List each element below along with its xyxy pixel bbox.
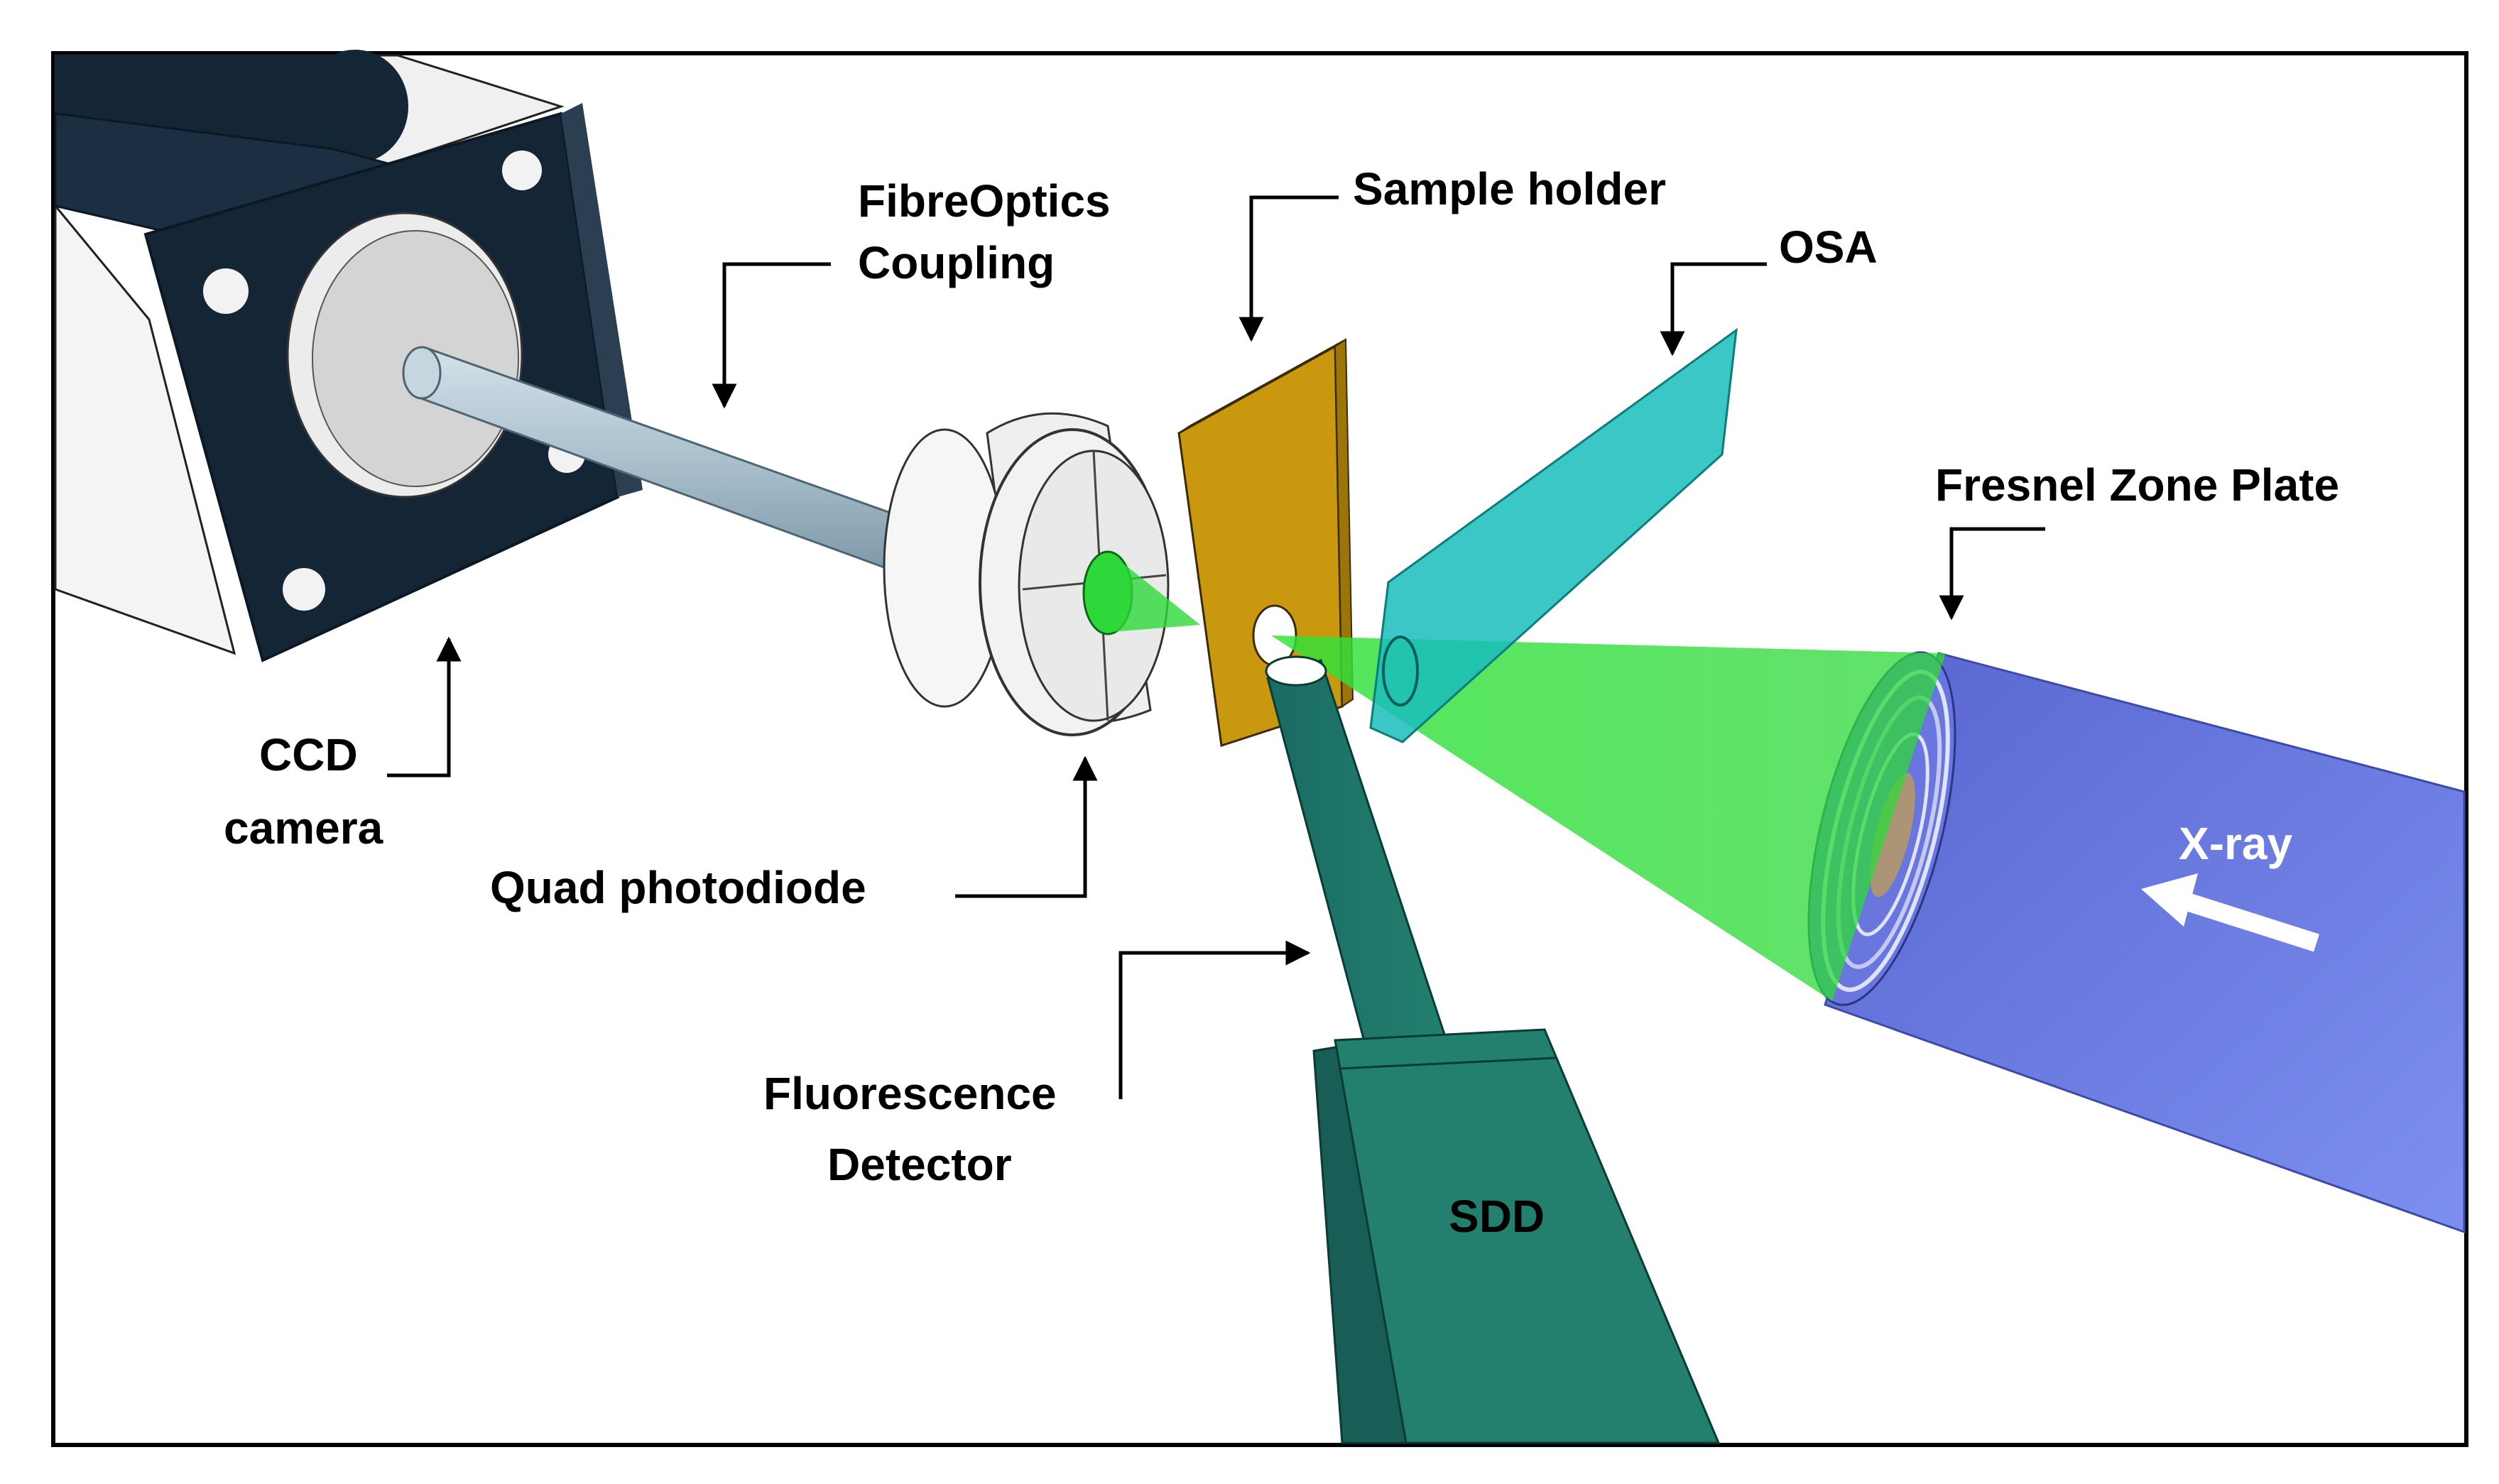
osa-pointer (1660, 262, 1767, 356)
ccd-camera-roller (302, 50, 408, 163)
xray-direction-arrow (2141, 873, 2319, 952)
fibre-optics-rod (402, 346, 918, 577)
ccd-camera-body (54, 202, 236, 655)
leader-arrows (387, 195, 2045, 1099)
focused-beam-cone (1271, 635, 1946, 1001)
label-quad-photodiode: Quad photodiode (490, 862, 866, 913)
label-fresnel-zone-plate: Fresnel Zone Plate (1935, 459, 2339, 511)
labels: FibreOptics Coupling Sample holder OSA F… (224, 163, 2339, 1242)
label-coupling: Coupling (858, 237, 1055, 288)
label-fibre-optics: FibreOptics (858, 175, 1111, 227)
label-camera: camera (224, 802, 383, 853)
quad-pointer (955, 755, 1098, 898)
sample-holder-pointer (1238, 195, 1339, 342)
quad-photodiode (883, 412, 1170, 736)
fresnel-pointer (1939, 527, 2045, 621)
fluorescence-pointer (1118, 940, 1311, 1099)
label-xray: X-ray (2179, 818, 2293, 869)
sdd-detector (1265, 655, 1721, 1444)
transmitted-beam-cone (1111, 554, 1200, 632)
ccd-camera-bolt (502, 151, 542, 190)
ccd-pointer (387, 636, 462, 778)
ccd-camera-bolt (203, 268, 249, 314)
fibre-optics-pointer (712, 262, 831, 409)
osa (1369, 327, 1738, 743)
label-fluorescence: Fluorescence (763, 1068, 1057, 1119)
label-detector: Detector (827, 1139, 1012, 1190)
ccd-camera-side (561, 103, 643, 497)
ccd-camera (54, 50, 643, 662)
sdd-body-front (1334, 1028, 1721, 1444)
label-ccd: CCD (259, 729, 358, 780)
label-osa: OSA (1779, 222, 1878, 273)
label-sdd: SDD (1449, 1191, 1545, 1242)
label-sample-holder: Sample holder (1353, 163, 1666, 214)
ccd-camera-bolt (283, 568, 325, 611)
ccd-camera-top-dark (55, 55, 334, 149)
osa-aperture (1382, 635, 1419, 706)
